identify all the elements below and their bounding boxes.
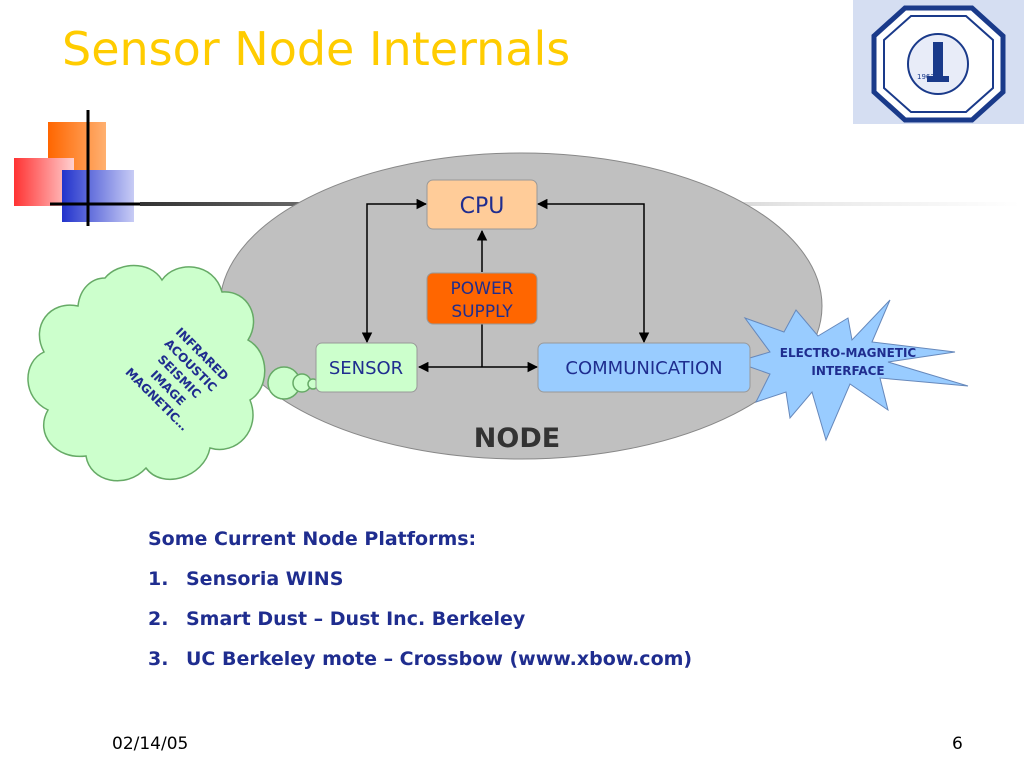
university-seal-logo: 1963 bbox=[853, 0, 1024, 124]
cpu-label: CPU bbox=[460, 194, 505, 219]
burst-line-1: ELECTRO-MAGNETIC bbox=[780, 346, 917, 360]
platform-text: Sensoria WINS bbox=[186, 568, 344, 590]
platform-item: 3. UC Berkeley mote – Crossbow (www.xbow… bbox=[148, 648, 692, 670]
decorative-corner-graphic bbox=[0, 100, 150, 230]
power-supply-label-line1: POWER bbox=[451, 279, 514, 299]
platforms-heading: Some Current Node Platforms: bbox=[148, 528, 477, 550]
svg-text:1963: 1963 bbox=[917, 73, 935, 81]
platform-number: 1. bbox=[148, 568, 169, 590]
footer-page-number: 6 bbox=[952, 734, 963, 754]
platform-number: 3. bbox=[148, 648, 169, 670]
communication-block: COMMUNICATION bbox=[537, 342, 751, 393]
footer-date: 02/14/05 bbox=[112, 734, 189, 754]
platforms-list: Some Current Node Platforms: 1. Sensoria… bbox=[148, 528, 692, 688]
platform-item: 1. Sensoria WINS bbox=[148, 568, 692, 590]
node-label: NODE bbox=[474, 423, 560, 454]
power-supply-label-line2: SUPPLY bbox=[451, 302, 513, 322]
sensor-block: SENSOR bbox=[315, 342, 418, 393]
communication-label: COMMUNICATION bbox=[565, 358, 722, 379]
sensing-modalities-cloud: INFRARED ACOUSTIC SEISMIC IMAGE MAGNETIC… bbox=[27, 264, 319, 482]
platform-text: Smart Dust – Dust Inc. Berkeley bbox=[186, 608, 526, 630]
deco-blue-square bbox=[62, 170, 134, 222]
electromagnetic-interface-burst: ELECTRO-MAGNETIC INTERFACE bbox=[734, 299, 969, 442]
slide-title: Sensor Node Internals bbox=[62, 22, 571, 76]
platform-number: 2. bbox=[148, 608, 169, 630]
power-supply-block: POWER SUPPLY bbox=[426, 272, 538, 325]
diagram-connectors bbox=[361, 198, 650, 373]
cpu-block: CPU bbox=[426, 179, 538, 230]
platform-item: 2. Smart Dust – Dust Inc. Berkeley bbox=[148, 608, 692, 630]
platform-text: UC Berkeley mote – Crossbow (www.xbow.co… bbox=[186, 648, 693, 670]
sensor-node-diagram: INFRARED ACOUSTIC SEISMIC IMAGE MAGNETIC… bbox=[27, 152, 969, 482]
sensor-label: SENSOR bbox=[329, 358, 403, 379]
burst-line-2: INTERFACE bbox=[811, 364, 884, 378]
